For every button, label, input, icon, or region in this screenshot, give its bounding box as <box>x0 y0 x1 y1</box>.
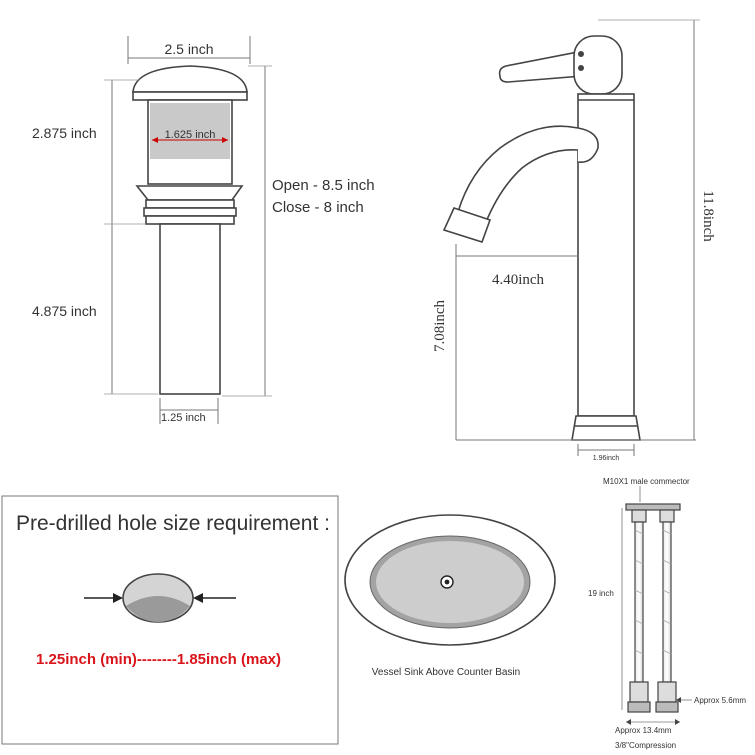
hole-size-range: 1.25inch (min)--------1.85inch (max) <box>36 651 281 668</box>
faucet-spout-height: 7.08inch <box>432 299 448 352</box>
drain-close-label: Close - 8 inch <box>272 199 364 216</box>
vessel-sink-caption: Vessel Sink Above Counter Basin <box>372 667 520 678</box>
hose-diagram <box>621 486 692 725</box>
drain-inner-width: 1.625 inch <box>165 129 216 141</box>
hole-requirement-title: Pre-drilled hole size requirement : <box>16 512 330 535</box>
faucet-base-width: 1.96inch <box>593 455 620 462</box>
drain-upper-height: 2.875 inch <box>32 125 97 141</box>
drain-diagram <box>104 36 272 424</box>
hose-approx-large: Approx 13.4mm <box>615 726 672 735</box>
faucet-diagram <box>442 19 700 456</box>
hose-connector-label: M10X1 male commector <box>603 477 690 486</box>
faucet-total-height: 11.8inch <box>700 190 716 242</box>
drain-lower-height: 4.875 inch <box>32 303 97 319</box>
hose-approx-small: Approx 5.6mm <box>694 696 746 705</box>
drain-top-width: 2.5 inch <box>164 41 213 57</box>
hose-compression-label: 3/8"Compression <box>615 741 676 750</box>
faucet-spout-reach: 4.40inch <box>492 272 545 288</box>
vessel-sink-diagram <box>344 514 556 646</box>
drain-open-label: Open - 8.5 inch <box>272 177 375 194</box>
hole-diagram <box>84 573 236 623</box>
drain-pipe-width: 1.25 inch <box>161 412 206 424</box>
hose-length-label: 19 inch <box>588 589 614 598</box>
